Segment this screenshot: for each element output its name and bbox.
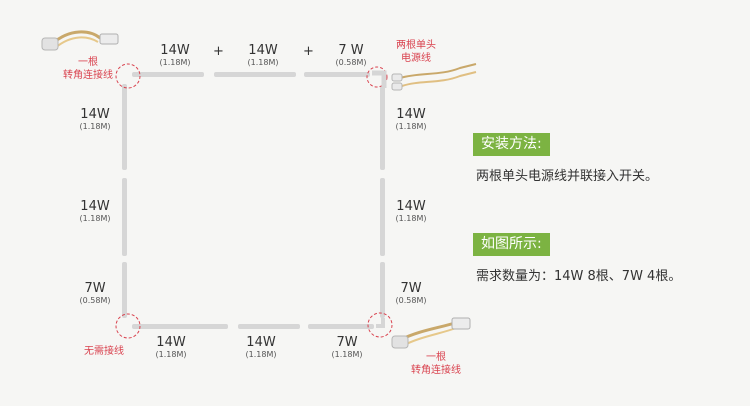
segment-length: (1.18M) [331, 350, 363, 359]
right-segment-1: 14W (1.18M) [388, 108, 434, 131]
plus-sign: + [303, 44, 314, 59]
install-method-tag: 安装方法: [473, 133, 550, 156]
bottom-segment-2: 14W (1.18M) [236, 336, 286, 359]
callout-top-right: 两根单头 电源线 [386, 40, 446, 65]
plus-sign: + [213, 44, 224, 59]
segment-watt: 14W [246, 335, 276, 350]
callout-line: 转角连接线 [411, 364, 461, 376]
light-bar-bottom-2 [238, 324, 300, 329]
light-bar-left-3 [122, 262, 127, 318]
callout-line: 转角连接线 [63, 69, 113, 81]
segment-watt: 14W [80, 107, 110, 122]
left-segment-3: 7W (0.58M) [72, 282, 118, 305]
segment-watt: 14W [156, 335, 186, 350]
segment-length: (1.18M) [247, 58, 279, 67]
callout-bottom-left: 无需接线 [84, 346, 124, 357]
segment-watt: 7 W [338, 43, 364, 58]
segment-length: (0.58M) [395, 296, 427, 305]
top-segment-2: 14W (1.18M) [238, 44, 288, 67]
light-bar-top-3 [304, 72, 370, 77]
as-shown-tag: 如图所示: [473, 233, 550, 256]
segment-watt: 7W [336, 335, 358, 350]
corner-marker-top-right [366, 66, 388, 88]
light-bar-left-2 [122, 178, 127, 256]
segment-length: (1.18M) [79, 122, 111, 131]
corner-cable-image-bottom-right [391, 317, 471, 349]
right-segment-3: 7W (0.58M) [388, 282, 434, 305]
segment-watt: 14W [396, 199, 426, 214]
segment-length: (1.18M) [159, 58, 191, 67]
callout-line: 两根单头 [396, 40, 436, 51]
left-segment-1: 14W (1.18M) [72, 108, 118, 131]
corner-cable-image-top-left [41, 30, 119, 51]
corner-piece-bottom-right [376, 318, 385, 328]
segment-length: (1.18M) [245, 350, 277, 359]
top-segment-1: 14W (1.18M) [150, 44, 200, 67]
callout-line: 一根 [78, 57, 98, 68]
bottom-segment-3: 7W (1.18M) [322, 336, 372, 359]
light-bar-right-2 [380, 178, 385, 256]
light-bar-right-1 [380, 86, 385, 170]
segment-length: (1.18M) [395, 214, 427, 223]
callout-bottom-right: 一根 转角连接线 [398, 352, 474, 377]
corner-piece-top-right [372, 70, 387, 88]
callout-top-left: 一根 转角连接线 [50, 57, 126, 82]
segment-length: (0.58M) [335, 58, 367, 67]
corner-marker-top-left [115, 63, 141, 89]
segment-length: (1.18M) [155, 350, 187, 359]
segment-length: (1.18M) [395, 122, 427, 131]
callout-line: 一根 [426, 352, 446, 363]
light-bar-bottom-1 [132, 324, 228, 329]
left-segment-2: 14W (1.18M) [72, 200, 118, 223]
callout-line: 电源线 [401, 52, 431, 64]
top-segment-3: 7 W (0.58M) [326, 44, 376, 67]
right-segment-2: 14W (1.18M) [388, 200, 434, 223]
power-cable-image [391, 63, 477, 91]
install-method-text: 两根单头电源线并联接入开关。 [476, 169, 659, 184]
corner-marker-bottom-right [367, 312, 393, 338]
light-bar-bottom-3 [308, 324, 374, 329]
quantity-text: 需求数量为：14W 8根、7W 4根。 [476, 269, 682, 284]
segment-watt: 14W [248, 43, 278, 58]
corner-marker-bottom-left [115, 313, 141, 339]
light-bar-top-1 [132, 72, 204, 77]
segment-watt: 7W [84, 281, 106, 296]
light-bar-top-2 [214, 72, 296, 77]
segment-watt: 14W [80, 199, 110, 214]
segment-length: (0.58M) [79, 296, 111, 305]
segment-watt: 7W [400, 281, 422, 296]
light-bar-right-3 [380, 262, 385, 318]
segment-length: (1.18M) [79, 214, 111, 223]
bottom-segment-1: 14W (1.18M) [146, 336, 196, 359]
segment-watt: 14W [160, 43, 190, 58]
segment-watt: 14W [396, 107, 426, 122]
light-bar-left-1 [122, 84, 127, 170]
